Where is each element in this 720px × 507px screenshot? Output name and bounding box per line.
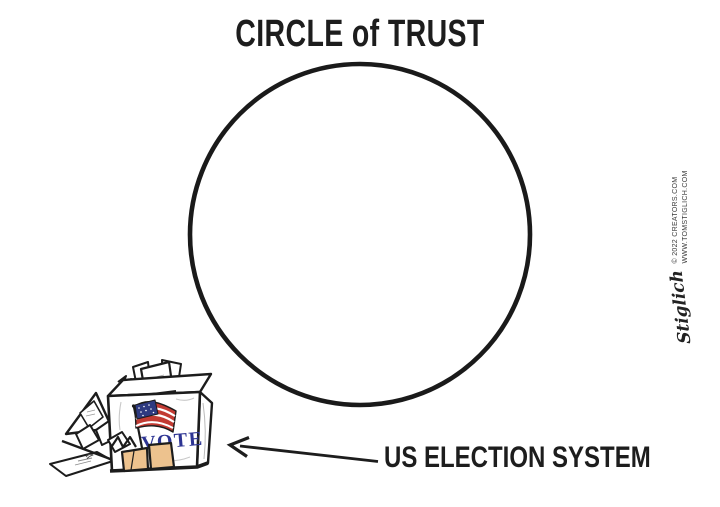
artist-credit: Stiglich © 2022 CREATORS.COM WWW.TOMSTIG… <box>664 170 698 344</box>
copyright-line: © 2022 CREATORS.COM <box>672 176 680 264</box>
page-title: CIRCLE of TRUST <box>235 13 485 55</box>
trust-circle <box>187 61 533 408</box>
website-line: WWW.TOMSTIGLICH.COM <box>682 170 689 264</box>
arrow <box>226 436 379 463</box>
ballot-box-illustration: VOTE <box>49 359 214 477</box>
caption-us-election-system: US ELECTION SYSTEM <box>384 441 651 474</box>
cardboard-patches <box>120 441 176 473</box>
american-flag-icon <box>131 399 177 454</box>
crumpled-paper <box>107 431 137 453</box>
credit-lines: © 2022 CREATORS.COM WWW.TOMSTIGLICH.COM <box>671 170 691 263</box>
spilled-ballots <box>61 391 119 462</box>
artist-signature: Stiglich <box>666 269 696 344</box>
